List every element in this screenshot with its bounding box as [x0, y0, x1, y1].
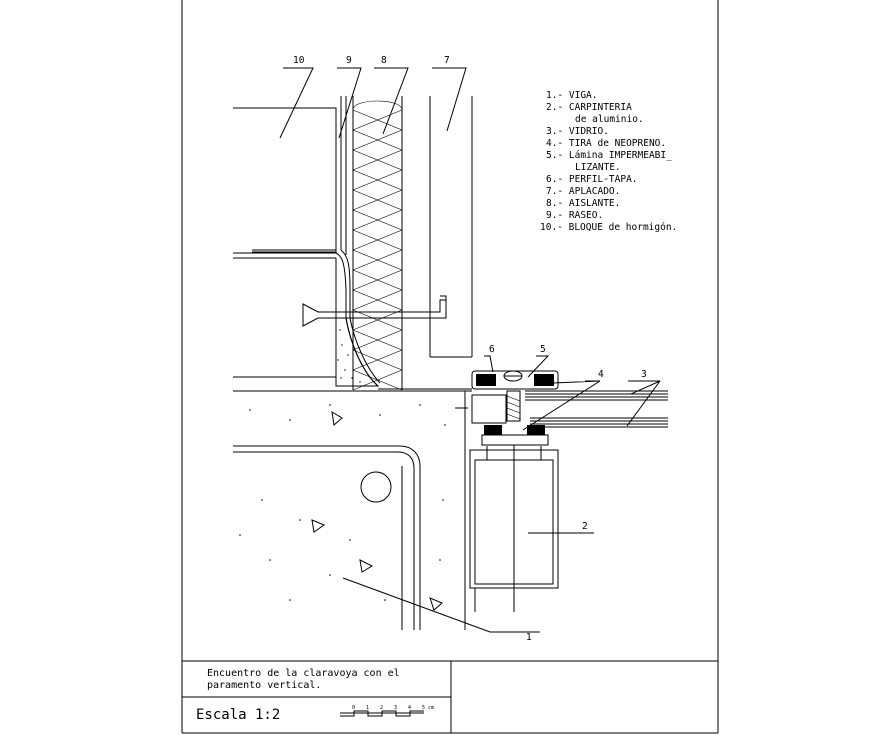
scale-tick-5: 5 cm [422, 705, 434, 711]
legend-item-3: 3.- VIDRIO. [546, 126, 609, 137]
scale-tick-2: 2 [380, 705, 383, 711]
legend-item-6: 6.- PERFIL-TAPA. [546, 174, 638, 185]
aluminium-mullion [469, 445, 559, 612]
cladding-panel [429, 96, 473, 358]
title-block: Encuentro de la claravoya con el paramen… [196, 668, 400, 723]
render-layer [335, 96, 381, 387]
callout-1: 1 [526, 632, 532, 643]
leader-lines [279, 67, 661, 633]
legend-item-8: 8.- AISLANTE. [546, 198, 620, 209]
legend-item-4: 4.- TIRA de NEOPRENO. [546, 138, 666, 149]
legend-item-9: 9.- RASEO. [546, 210, 603, 221]
legend-item-2: 2.- CARPINTERIA [546, 102, 632, 113]
scale-tick-3: 3 [394, 705, 397, 711]
legend-item-10: 10.- BLOQUE de hormigón. [540, 222, 677, 233]
legend-item-1: 1.- VIGA. [546, 90, 597, 101]
drawing-title-line-2: paramento vertical. [207, 680, 321, 691]
cap-profile [471, 370, 559, 446]
callout-10: 10 [293, 55, 305, 66]
insulation-layer [352, 96, 403, 391]
legend-item-5-cont: LIZANTE. [575, 162, 621, 173]
callout-7: 7 [444, 55, 450, 66]
mortar-fill [335, 317, 380, 387]
legend-item-7: 7.- APLACADO. [546, 186, 620, 197]
beam-speckles [239, 404, 446, 601]
callout-6: 6 [489, 344, 495, 355]
scale-bar: 0 1 2 3 4 5 cm [340, 705, 434, 717]
legend-item-5: 5.- Lámina IMPERMEABI_ [546, 150, 672, 161]
legend: 1.- VIGA. 2.- CARPINTERIA de aluminio. 3… [540, 90, 677, 233]
callout-2: 2 [582, 521, 588, 532]
sheet-frame [181, 0, 719, 734]
concrete-block [233, 107, 337, 378]
callout-5: 5 [540, 344, 546, 355]
beam-section [233, 390, 468, 630]
drawing-title-line-1: Encuentro de la claravoya con el [207, 668, 400, 679]
legend-item-2-cont: de aluminio. [575, 114, 644, 125]
scale-label: Escala 1:2 [196, 707, 280, 723]
scale-tick-0: 0 [352, 705, 355, 711]
waterproof-membrane [252, 249, 472, 392]
callout-8: 8 [381, 55, 387, 66]
glass-panes [525, 390, 668, 428]
aggregate-triangles [311, 411, 443, 611]
callout-3: 3 [641, 369, 647, 380]
callout-9: 9 [346, 55, 352, 66]
callout-4: 4 [598, 369, 604, 380]
scale-tick-1: 1 [366, 705, 369, 711]
anchor-bracket [302, 295, 447, 327]
callout-labels: 10 9 8 7 6 5 4 3 2 1 [293, 55, 647, 643]
scale-tick-4: 4 [408, 705, 411, 711]
